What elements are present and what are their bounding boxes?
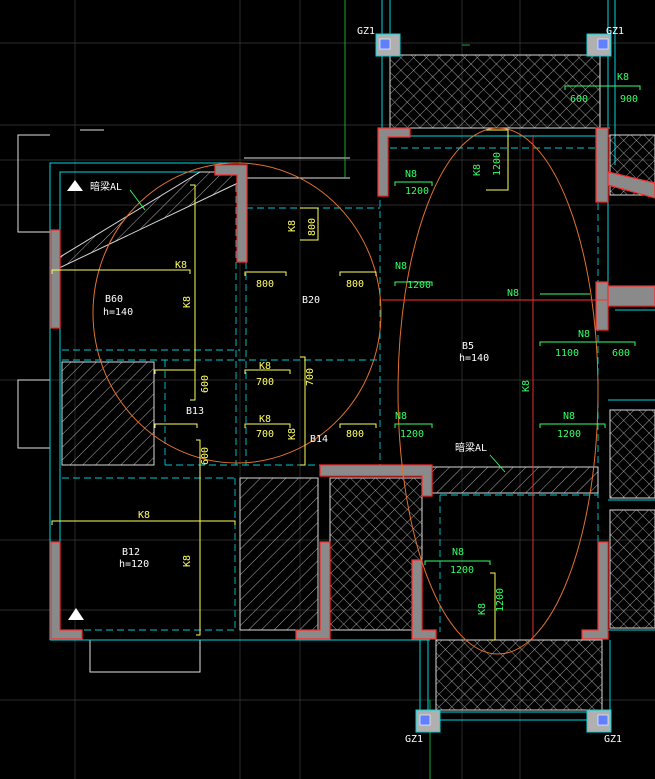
revision-cloud-right <box>397 127 599 655</box>
rebar-label: 900 <box>620 94 638 105</box>
rebar-label: K8 <box>287 428 298 440</box>
revision-cloud-left <box>92 162 382 464</box>
rebar-label: N8 <box>395 411 407 422</box>
hidden-beam-leaders <box>129 189 506 473</box>
hatch-right-edge-1 <box>609 409 655 499</box>
slab-thickness: h=140 <box>103 307 133 318</box>
rebar-labels-vertical: K8 K8 800 K8 1200 K8 600 700 K8 600 K8 K… <box>182 152 532 615</box>
column-label: GZ1 <box>604 734 622 745</box>
rebar-label: 700 <box>305 368 316 386</box>
rebar-label: K8 <box>182 555 193 567</box>
rebar-label: 700 <box>256 377 274 388</box>
rebar-label: K8 <box>182 296 193 308</box>
revision-clouds <box>92 127 599 655</box>
rebar-label: K8 <box>259 361 271 372</box>
rebar-label: 800 <box>307 218 318 236</box>
hatch-beam-band <box>429 466 599 494</box>
rebar-label: K8 <box>521 380 532 392</box>
rebar-lines-yellow <box>51 129 509 641</box>
slab-name: B12 <box>122 547 140 558</box>
hatch-middle <box>329 477 423 631</box>
rebar-label: 600 <box>570 94 588 105</box>
rebar-label: 1200 <box>557 429 581 440</box>
rebar-label: 1100 <box>555 348 579 359</box>
column-gz1-top-right: GZ1 <box>586 26 624 57</box>
rebar-label: K8 <box>175 260 187 271</box>
rebar-label: 800 <box>346 429 364 440</box>
triangle-markers <box>67 180 84 620</box>
column-label: GZ1 <box>405 734 423 745</box>
wall-stub-right <box>607 171 655 199</box>
wall-corner-bottom-mid <box>411 559 437 640</box>
wall-corner-beam <box>319 464 433 497</box>
hatch-left-mid <box>61 361 155 466</box>
slab-thickness: h=120 <box>119 559 149 570</box>
hatch-top-right <box>389 54 601 129</box>
rebar-label: K8 <box>617 72 629 83</box>
wall-corner-center-bottom <box>295 541 331 640</box>
hatch-center <box>239 477 319 631</box>
reference-lines-red <box>382 135 608 640</box>
rebar-label: K8 <box>259 414 271 425</box>
wall-stub-right-2 <box>607 285 655 307</box>
wall-corner-left-bottom <box>50 541 83 640</box>
wall-corner-mid <box>377 127 411 197</box>
column-gz1-top-left: GZ1 <box>357 26 401 57</box>
rebar-label: 800 <box>346 279 364 290</box>
slab-name: B5 <box>462 341 474 352</box>
slab-name: B60 <box>105 294 123 305</box>
rebar-label: N8 <box>578 329 590 340</box>
rebar-label: 1200 <box>407 280 431 291</box>
rebar-label: 600 <box>200 447 211 465</box>
rebar-label: N8 <box>507 288 519 299</box>
rebar-label: N8 <box>563 411 575 422</box>
hatch-beam-corner <box>54 171 241 271</box>
hidden-beam-label-top: 暗梁AL <box>90 180 122 193</box>
slab-name: B14 <box>310 434 328 445</box>
hidden-beam-label-bottom: 暗梁AL <box>455 441 487 454</box>
column-gz1-bottom-left: GZ1 <box>405 709 441 745</box>
slab-thickness: h=140 <box>459 353 489 364</box>
rebar-label: 1200 <box>450 565 474 576</box>
columns: GZ1 GZ1 GZ1 GZ1 <box>357 26 624 745</box>
rebar-label: 700 <box>256 429 274 440</box>
slab-name: B13 <box>186 406 204 417</box>
wall-corner-right-top <box>595 127 609 203</box>
rebar-label: 1200 <box>405 186 429 197</box>
rebar-label: N8 <box>395 261 407 272</box>
hatch-regions <box>54 54 655 711</box>
rebar-label: K8 <box>472 164 483 176</box>
column-label: GZ1 <box>357 26 375 37</box>
rebar-label: K8 <box>287 220 298 232</box>
slab-labels: B60 h=140 B20 B5 h=140 B13 B14 B12 h=120 <box>103 294 489 570</box>
rebar-label: 1200 <box>495 588 506 612</box>
wall-corner-top-center <box>214 164 248 263</box>
rebar-label: K8 <box>477 603 488 615</box>
rebar-label: 800 <box>256 279 274 290</box>
rebar-label: 1200 <box>492 152 503 176</box>
wall-corner-bottom-right <box>581 541 609 640</box>
rebar-label: 600 <box>200 375 211 393</box>
wall-right-mid <box>595 281 609 331</box>
outline-white <box>17 129 350 673</box>
rebar-label: 600 <box>612 348 630 359</box>
triangle-marker-bottom <box>68 608 84 620</box>
rebar-labels: K8 800 800 N8 1200 N8 1200 N8 N8 1100 60… <box>138 72 638 576</box>
hatch-right-edge-2 <box>609 509 655 629</box>
slab-name: B20 <box>302 295 320 306</box>
rebar-label: 1200 <box>400 429 424 440</box>
column-gz1-bottom-right: GZ1 <box>586 709 622 745</box>
hatch-bottom-right <box>435 639 603 711</box>
rebar-label: N8 <box>452 547 464 558</box>
rebar-label: K8 <box>138 510 150 521</box>
triangle-marker-top <box>67 180 83 191</box>
rebar-lines-green <box>394 85 641 565</box>
column-label: GZ1 <box>606 26 624 37</box>
walls <box>50 127 655 640</box>
wall-left-upper <box>50 229 61 329</box>
rebar-label: N8 <box>405 169 417 180</box>
